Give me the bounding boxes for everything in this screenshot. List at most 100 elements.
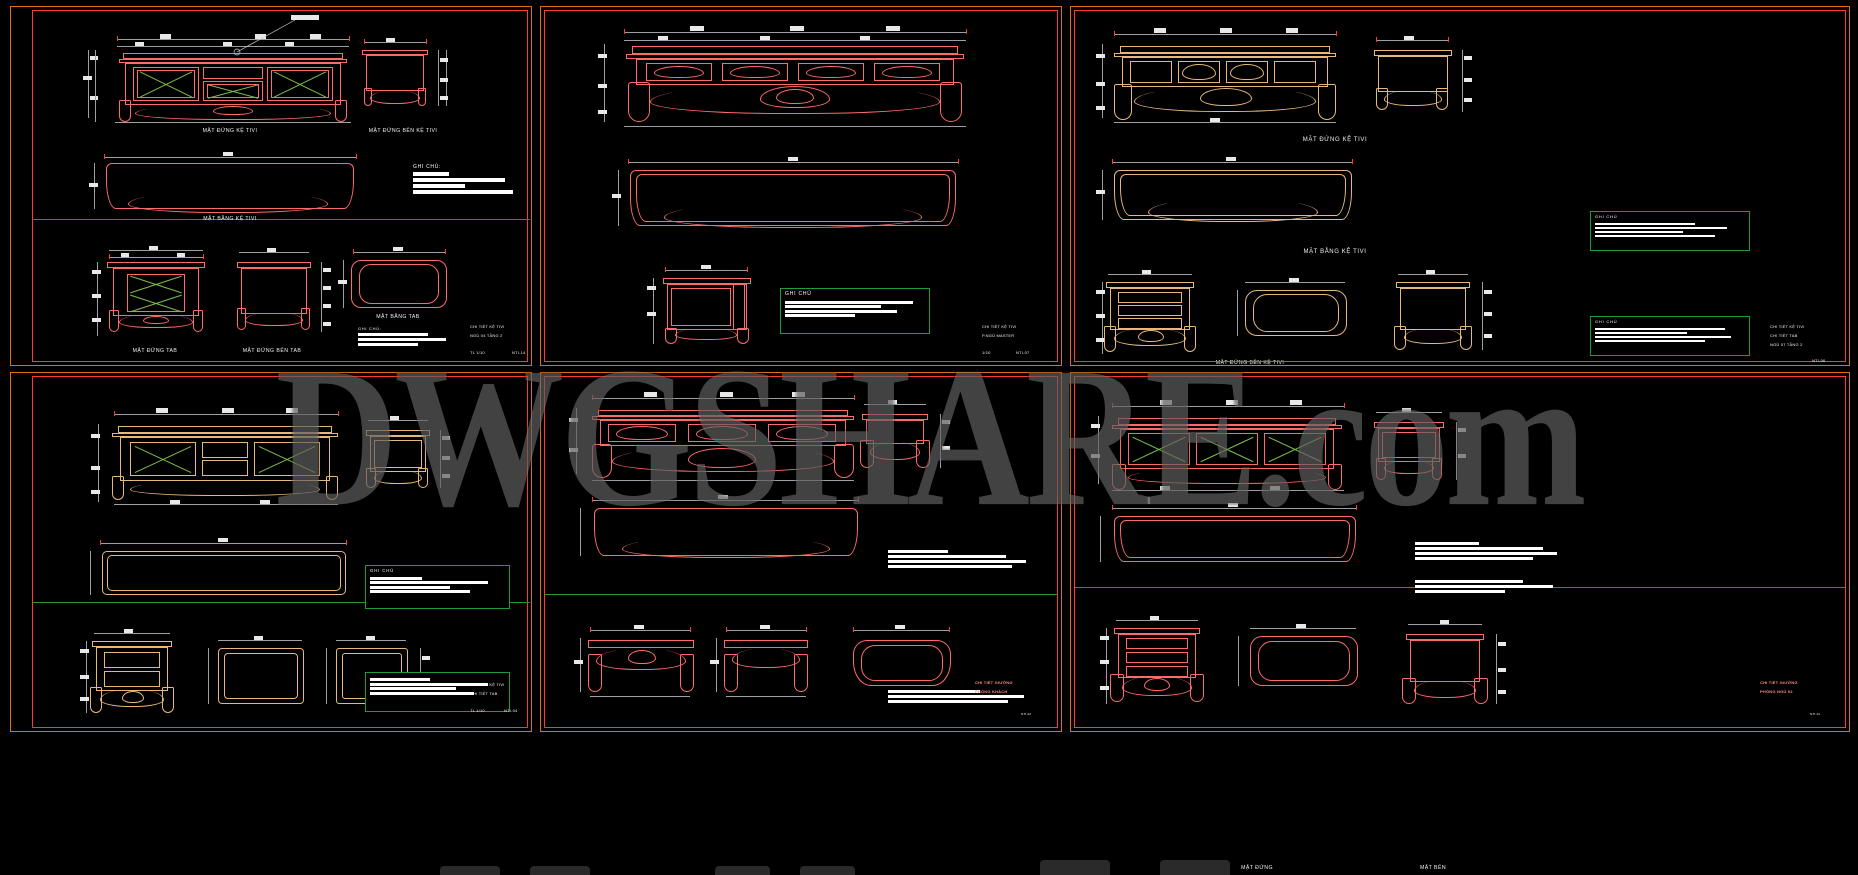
- title-line-2: CHI TIẾT TAB: [1770, 333, 1798, 338]
- sheet-border: [10, 6, 532, 366]
- tv-cabinet-plan-view: [1096, 156, 1370, 226]
- tv-cabinet-front-elevation: [91, 408, 350, 508]
- panel-divider: [33, 602, 530, 603]
- sheet-border: [540, 372, 1062, 732]
- tv-cabinet-side-elevation: [358, 38, 454, 118]
- view-label: MẶT BẰNG TAB: [376, 314, 420, 320]
- view-label: MẶT ĐỨNG TAB: [132, 348, 178, 354]
- tab-front-elevation: [1096, 268, 1210, 360]
- sheet-inner-border: [1074, 10, 1846, 362]
- title-line-3: TL 1/10: [470, 708, 485, 713]
- notes-title: GHI CHÚ: [1595, 319, 1618, 324]
- title-line-1: CHI TIẾT GIƯỜNG: [975, 680, 1013, 685]
- notes-box-2: GHI CHÚ: [1590, 316, 1750, 356]
- notes-title: GHI CHÚ:: [413, 164, 442, 170]
- notes-block-2: [888, 690, 1028, 705]
- title-line-1: CHI TIẾT KỆ TIVI: [982, 324, 1017, 329]
- panel-divider: [545, 594, 1057, 595]
- tv-cabinet-side-elevation-geometry: [647, 264, 775, 356]
- notes-box: GHI CHÚ: [1590, 211, 1750, 251]
- sheet-border: [10, 372, 532, 732]
- title-line-3: 1/10: [982, 350, 991, 355]
- notes-block: [1415, 542, 1560, 562]
- panel-2[interactable]: MẶT ĐỨNG KỆ TIVI MẶT BẰNG KỆ TIVI: [540, 6, 1367, 366]
- title-line-2: PHÒNG NGỦ 02: [1760, 689, 1793, 694]
- tv-cabinet-front-elevation: [1096, 28, 1350, 128]
- tab-side-elevation: [1390, 268, 1500, 360]
- taskbar-item[interactable]: [1040, 860, 1110, 875]
- title-line-1: CHI TIẾT KỆ TIVI: [1770, 324, 1805, 329]
- sheet-inner-border: [1074, 376, 1846, 728]
- tab-front-elevation: [80, 627, 198, 719]
- notes-title: GHI CHÚ: [370, 568, 395, 573]
- title-line-1: CHI TIẾT KỆ TIVI: [470, 682, 505, 687]
- sheet-inner-border: [544, 376, 1058, 728]
- stool-side-elevation: [710, 624, 838, 706]
- view-label: MẶT ĐỨNG BÊN KỆ TIVI: [1215, 360, 1285, 366]
- title-line-2: PHÒNG KHÁCH: [975, 689, 1008, 694]
- tab-plan-view: [1235, 276, 1365, 348]
- construction-cross: [137, 70, 195, 98]
- notes-block: GHI CHÚ:: [413, 164, 521, 196]
- tv-cabinet-front-elevation: [569, 392, 868, 482]
- sheet-inner-border: [32, 10, 528, 362]
- tab-plan-view: [1238, 622, 1380, 702]
- notes-title: GHI CHÚ: [785, 291, 812, 297]
- title-line-3: NGỦ 07 TẦNG 2: [1770, 342, 1803, 347]
- taskbar-item[interactable]: [715, 866, 770, 875]
- sheet-border: [1070, 372, 1850, 732]
- stool-plan-view: [845, 624, 965, 706]
- title-line-2: P.NGỦ MASTER: [982, 333, 1015, 338]
- view-label: MẶT BÊN: [1419, 865, 1447, 871]
- notes-box: GHI CHÚ: [365, 565, 510, 609]
- title-line-4: NTI-14: [512, 350, 526, 355]
- sheet-inner-border: [544, 10, 1058, 362]
- tv-cabinet-plan-view: [580, 494, 872, 566]
- panel-5[interactable]: KỆ TIVI MẶT ĐỨNG: [540, 372, 1446, 871]
- panel-3[interactable]: MẶT ĐỨNG KỆ TIVI MẶT BÊN KỆ: [1070, 6, 1850, 366]
- panel-1[interactable]: MẶT ĐỨNG KỆ TIVI MẶT ĐỨNG BÊN KỆ TIVI: [10, 6, 532, 366]
- title-line-1: CHI TIẾT KỆ TIVI: [470, 324, 505, 329]
- tab-plan-view: [338, 246, 465, 326]
- tab-side-elevation: [1400, 618, 1520, 710]
- taskbar-item[interactable]: [1160, 860, 1230, 875]
- tab-front-elevation: [1100, 614, 1223, 710]
- notes-title: GHI CHÚ: [1595, 214, 1618, 219]
- panel-4[interactable]: MẶT ĐỨNG KỆ TIVI MẶT BÊN KỆ: [10, 372, 532, 732]
- tab-side-elevation: [235, 246, 335, 341]
- taskbar-item[interactable]: [800, 866, 855, 875]
- sheet-border: [1070, 6, 1850, 366]
- view-label: MẶT ĐỨNG KỆ TIVI: [1302, 137, 1368, 143]
- notes-block-2: GHI CHÚ:: [358, 326, 454, 348]
- title-line-4: NTI-07: [1016, 350, 1030, 355]
- title-line-2: NGỦ 04 TẦNG 2: [470, 333, 503, 338]
- title-line-4: NTI-06: [1812, 358, 1826, 363]
- notes-title: GHI CHÚ:: [358, 326, 382, 331]
- notes-block-2: [1415, 580, 1560, 595]
- tab-front-elevation: [92, 246, 215, 341]
- tv-cabinet-plan-view: [90, 537, 362, 599]
- view-label: MẶT BẰNG KỆ TIVI: [203, 216, 257, 222]
- stool-front-elevation: [574, 624, 712, 706]
- title-line-3: NTI-12: [1810, 712, 1821, 716]
- title-line-3: TL 1/10: [470, 350, 485, 355]
- title-line-3: NTI-22: [1021, 712, 1032, 716]
- tv-cabinet-plan-view: [1100, 502, 1372, 570]
- view-label: MẶT BẰNG KỆ TIVI: [1303, 249, 1367, 255]
- tv-cabinet-front-elevation: [598, 26, 980, 131]
- view-label: MẶT ĐỨNG BÊN KỆ TIVI: [368, 128, 438, 134]
- taskbar-item[interactable]: [530, 866, 590, 875]
- sheet-border: [540, 6, 1062, 366]
- panel-6[interactable]: KỆ TIVI MẶT: [1070, 372, 1850, 732]
- tab-plan-view: [208, 634, 330, 714]
- view-label: MẶT ĐỨNG BÊN TAB: [242, 348, 302, 354]
- tv-cabinet-front-elevation: [1091, 400, 1360, 492]
- tv-cabinet-side-elevation: [1370, 34, 1480, 126]
- panel-divider: [33, 219, 530, 220]
- taskbar-item[interactable]: [440, 866, 500, 875]
- notes-box-2: [365, 672, 510, 712]
- view-label: MẶT ĐỨNG KỆ TIVI: [202, 128, 258, 134]
- tv-cabinet-side-elevation: [1370, 406, 1480, 496]
- sheet-inner-border: [32, 376, 528, 728]
